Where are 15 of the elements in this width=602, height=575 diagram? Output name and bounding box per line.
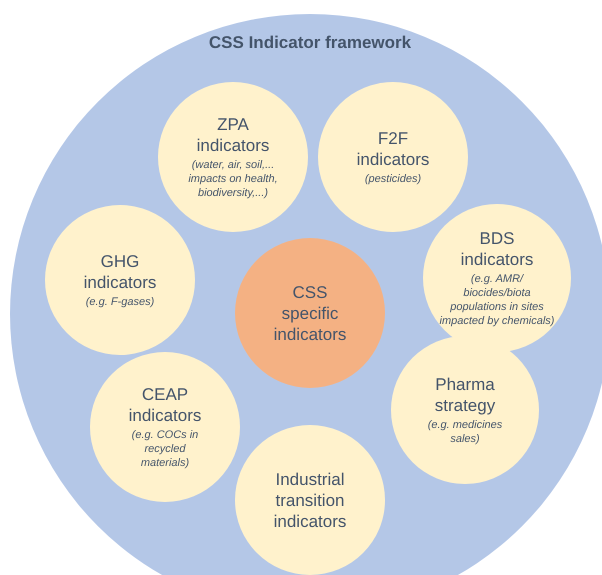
example-note: (water, air, soil,... impacts on health, biodiversity,...)	[187, 158, 279, 200]
indicator-label: CSS specific indicators	[272, 282, 348, 344]
example-note: (pesticides)	[364, 172, 422, 186]
indicator-label: ZPA indicators	[196, 114, 270, 156]
example-note: (e.g. F-gases)	[86, 295, 154, 309]
framework-title: CSS Indicator framework	[208, 32, 412, 53]
indicator-label: Pharma strategy	[434, 374, 496, 416]
indicator-label: GHG indicators	[82, 251, 158, 293]
example-note: (e.g. COCs in recycled materials)	[130, 428, 200, 470]
indicator-label: BDS indicators	[460, 228, 534, 270]
example-note: (e.g. AMR/ biocides/biota populations in sites impacted by chemicals)	[438, 272, 556, 328]
indicator-label: F2F indicators	[356, 128, 430, 170]
indicator-label: Industrial transition indicators	[272, 468, 348, 532]
example-note: (e.g. medicines sales)	[426, 418, 504, 446]
indicator-label: CEAP indicators	[128, 384, 202, 426]
